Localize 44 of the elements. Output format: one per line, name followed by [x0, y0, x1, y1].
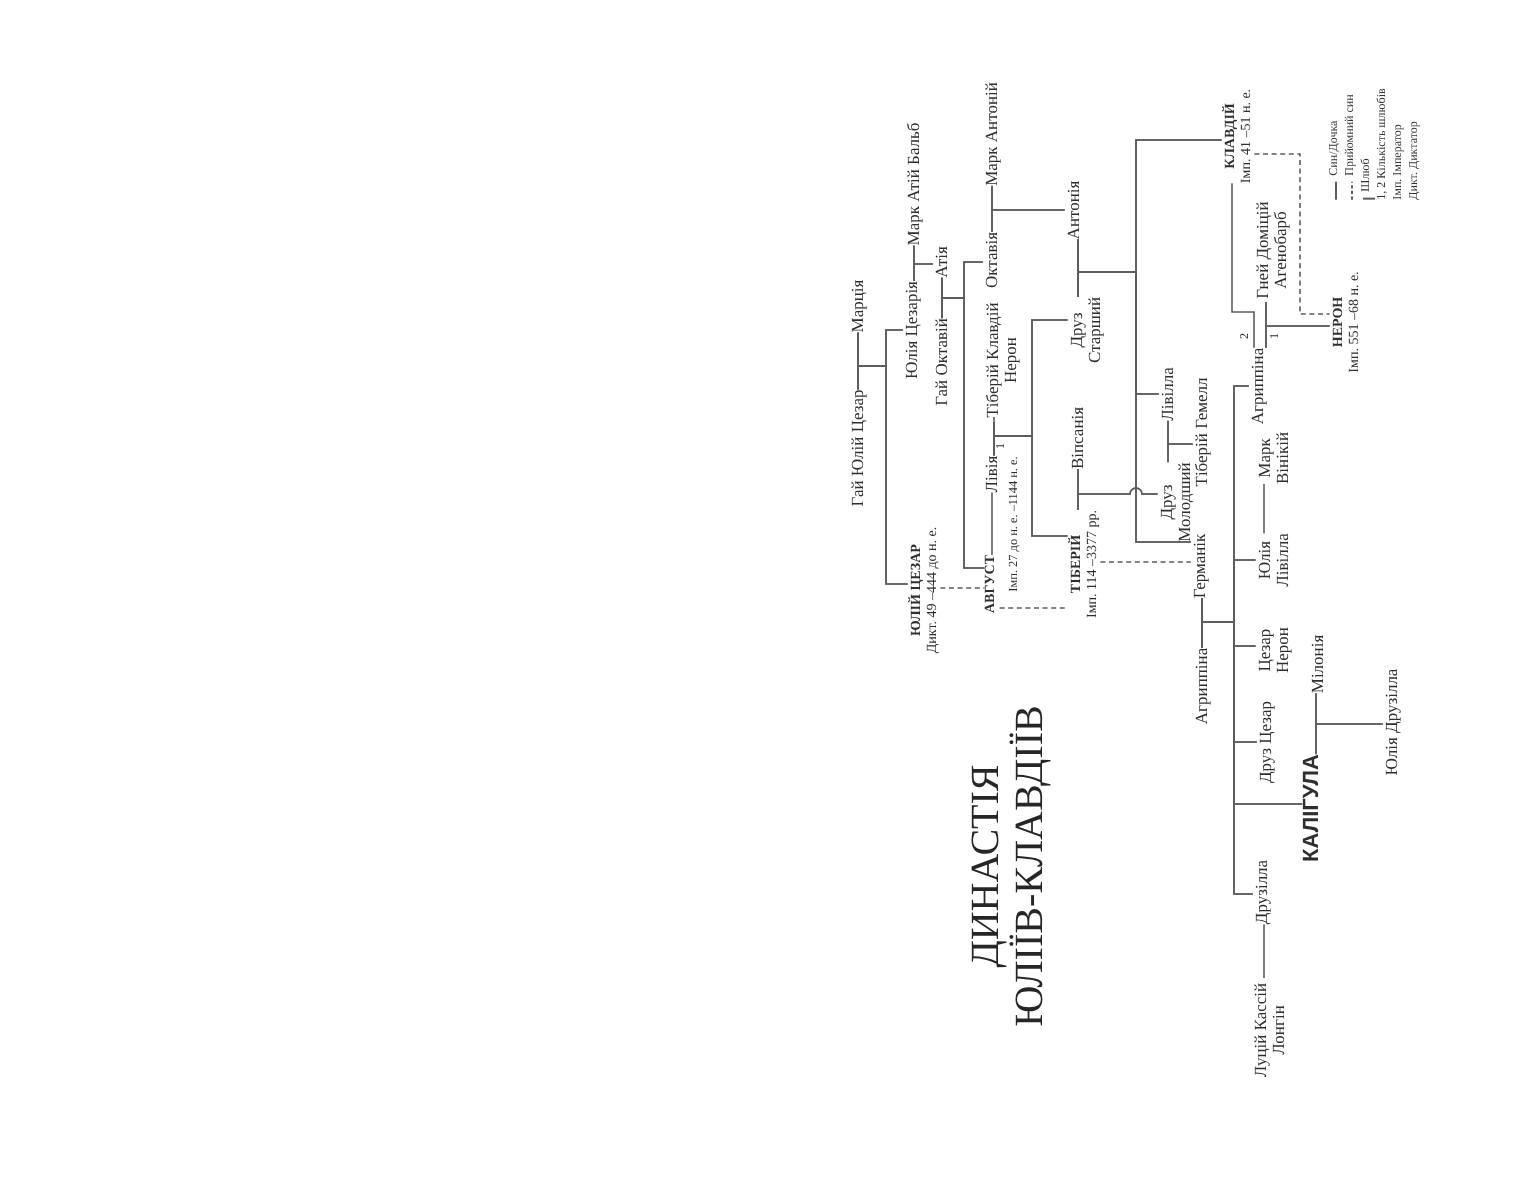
connector-line	[1265, 301, 1331, 327]
person-name: Юлія Друзілла	[1382, 668, 1402, 776]
person-name: Гай Юлій Цезар	[848, 389, 868, 507]
person-name: Антонія	[1064, 180, 1084, 240]
connector-line	[1263, 483, 1265, 534]
connector-line	[991, 491, 993, 556]
person-name: Атія	[932, 246, 952, 278]
person-name: Лівія	[982, 455, 1002, 493]
connector-line	[1315, 692, 1384, 725]
connector-line	[1167, 420, 1194, 445]
person-name: Марк Антоній	[982, 82, 1002, 186]
person-name: Марк Атій Бальб	[904, 122, 924, 246]
connector-line	[1231, 182, 1255, 349]
person-name: Друз Молодший	[1157, 462, 1195, 542]
person-name: Друз Старший	[1067, 296, 1105, 364]
person-name: Друз Цезар	[1256, 700, 1276, 784]
person-name: Марк Вінікій	[1255, 432, 1293, 484]
person-name: Марція	[848, 279, 868, 333]
person-name: Друзілла	[1252, 859, 1272, 925]
person-name: Агриппіна	[1248, 347, 1268, 425]
dashed-connector-line	[998, 607, 1069, 609]
person-name: Цезар Нерон	[1255, 627, 1293, 673]
connector-line	[913, 244, 934, 265]
person-name: Тіберій Клавдій Нерон	[983, 298, 1021, 422]
ruler-name: КАЛІГУЛА	[1302, 754, 1326, 862]
dashed-connector-line	[1099, 561, 1192, 563]
person-name: Агриппіна	[1192, 647, 1212, 725]
dashed-connector-line	[939, 587, 986, 589]
connector-line	[1263, 923, 1265, 979]
person-name: Луцій Кассій Лонгін	[1251, 978, 1289, 1082]
person-name: Лівілла	[1158, 367, 1178, 421]
person-name: Германік	[1190, 533, 1210, 599]
connector-line	[991, 185, 1066, 211]
person-name: Гней Доміцій Агенобарб	[1253, 198, 1291, 302]
person-name: Тіберій Гемелл	[1192, 377, 1212, 487]
person-name: Юлія Лівілла	[1255, 533, 1293, 587]
connector-line	[1077, 468, 1159, 495]
person-name: Юлія Цезарія	[902, 281, 922, 379]
person-name: Гай Октавій	[932, 318, 952, 406]
dashed-connector-line	[1253, 153, 1331, 315]
person-name: Віпсанія	[1068, 406, 1088, 470]
title: ДИНАСТІЯ ЮЛІЇВ-КЛАВДІЇВ	[964, 705, 1052, 1027]
person-name: Октавія	[982, 231, 1002, 289]
person-name: Мілонія	[1308, 634, 1328, 694]
